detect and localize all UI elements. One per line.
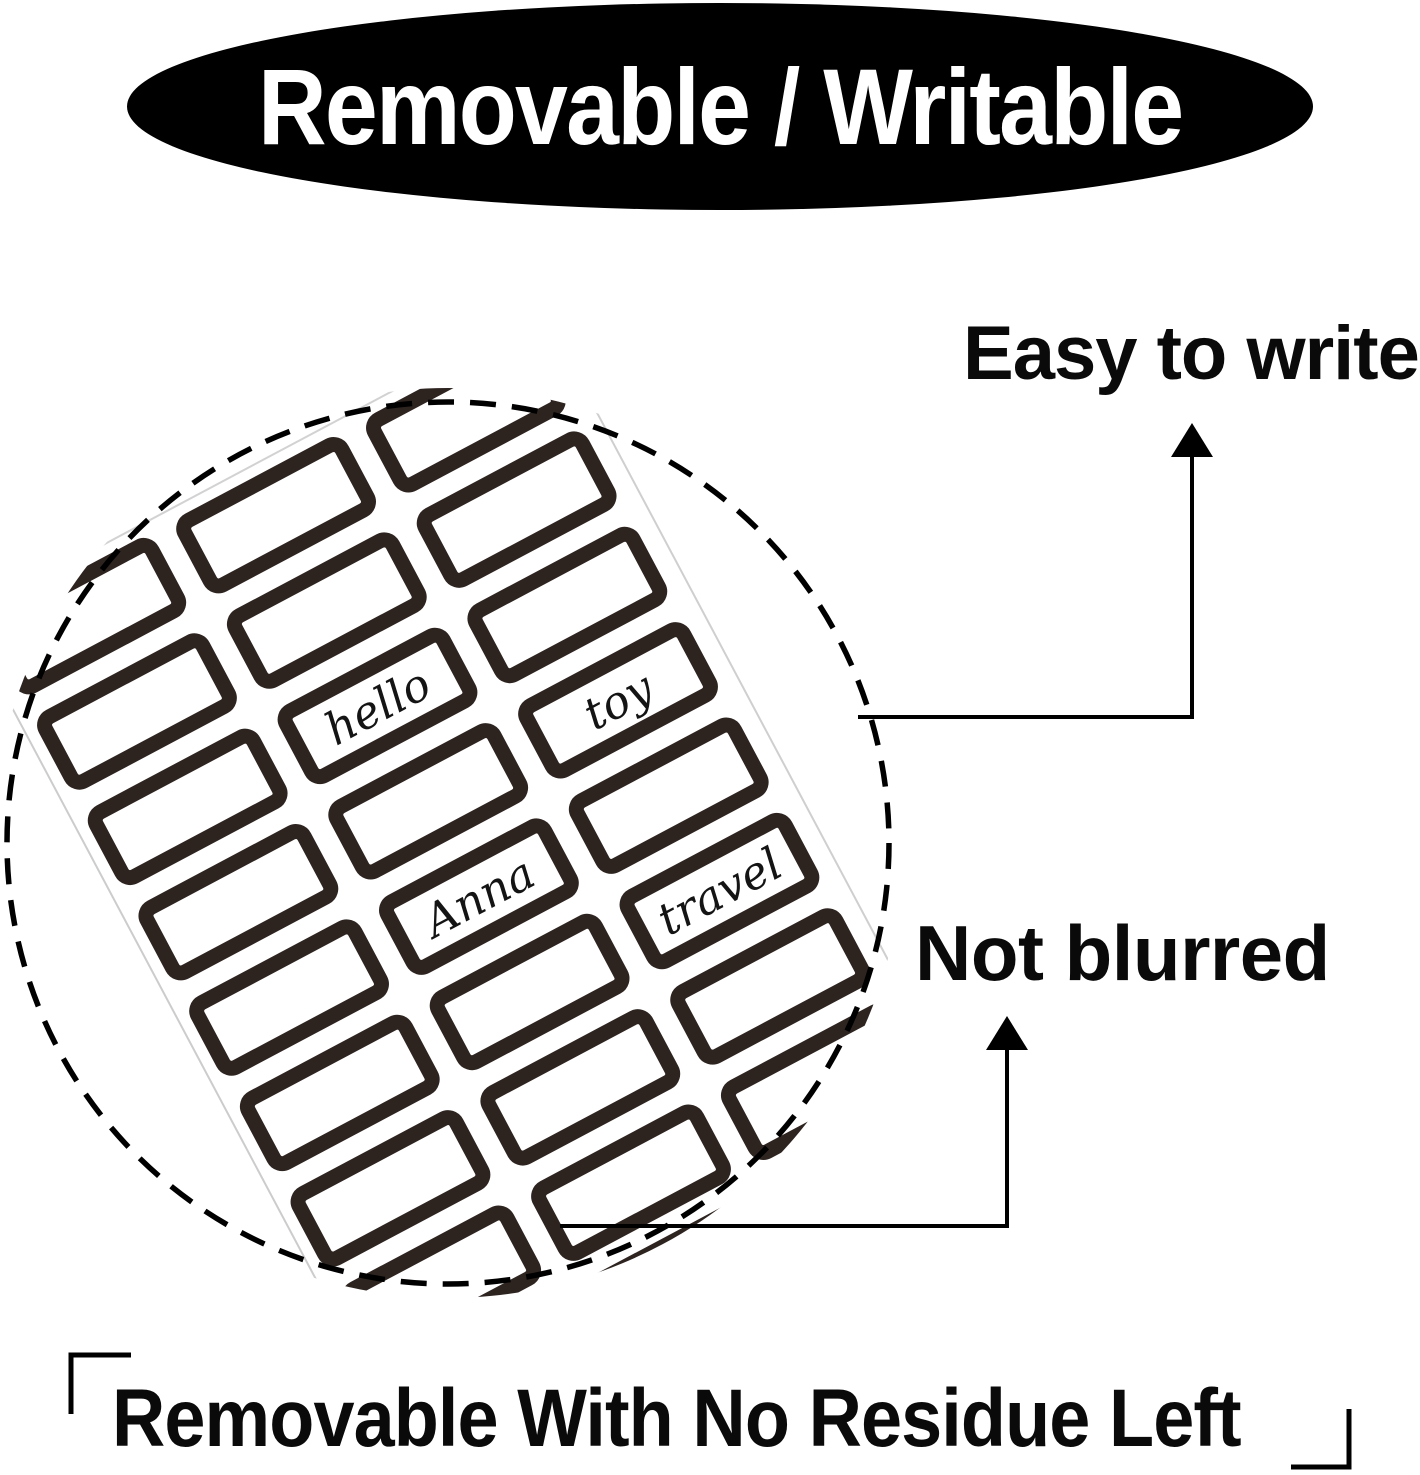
label-sticker <box>81 722 294 892</box>
sticker-cell <box>511 1085 752 1281</box>
label-sticker: hello <box>271 621 484 791</box>
sticker-cell <box>548 698 789 894</box>
sticker-cell <box>346 388 587 512</box>
label-sticker <box>410 425 623 594</box>
label-sticker <box>335 1199 548 1298</box>
sticker-handwriting: hello <box>315 656 440 756</box>
easy-to-write-arrowhead-icon <box>1171 423 1213 457</box>
label-sticker <box>461 520 674 690</box>
sticker-cell <box>447 507 688 703</box>
sticker-handwriting: travel <box>648 836 791 946</box>
sticker-cell <box>751 1079 903 1275</box>
sticker-cell <box>308 703 549 899</box>
footer-caption: Removable With No Residue Left <box>112 1378 1366 1460</box>
label-sticker <box>765 1092 903 1262</box>
sticker-cell <box>460 989 701 1185</box>
sticker-cell: Anna <box>359 798 600 994</box>
sticker-cell <box>207 512 448 708</box>
sticker-handwriting: Anna <box>414 845 544 948</box>
footer-caption-text: Removable With No Residue Left <box>112 1373 1242 1464</box>
sticker-cell <box>561 1180 802 1298</box>
label-sticker: Anna <box>373 812 585 981</box>
sticker-cell <box>169 899 410 1095</box>
sticker-cell <box>156 417 397 613</box>
sticker-handwriting: toy <box>574 660 662 741</box>
sticker-cell <box>701 984 903 1180</box>
label-sticker <box>132 818 345 987</box>
label-sticker <box>31 627 243 796</box>
sticker-cell: travel <box>599 793 840 989</box>
sticker-cell: hello <box>257 608 498 804</box>
label-sticker <box>360 388 572 499</box>
sticker-cell <box>321 1186 562 1298</box>
sticker-cell <box>650 888 891 1084</box>
sticker-cell <box>17 613 258 809</box>
label-sticker <box>0 531 193 701</box>
easy-to-write-arrow-line <box>858 455 1194 719</box>
label-sticker <box>562 711 775 880</box>
label-sticker <box>714 997 903 1166</box>
sticker-cell <box>270 1090 511 1286</box>
label-sticker <box>474 1003 687 1172</box>
callout-easy-to-write: Easy to write <box>963 311 1420 396</box>
sticker-cell <box>220 995 461 1191</box>
not-blurred-arrow-line <box>560 1049 1009 1228</box>
badge-ellipse: Removable / Writable <box>127 3 1313 210</box>
label-sticker <box>233 1008 446 1178</box>
label-sticker <box>575 1193 788 1298</box>
sticker-cell <box>118 804 359 1000</box>
not-blurred-arrowhead-icon <box>986 1016 1028 1050</box>
label-sticker: travel <box>613 806 826 976</box>
sticker-cell <box>396 411 637 607</box>
sticker-cell <box>409 894 650 1090</box>
label-sticker <box>423 907 636 1077</box>
label-sticker: toy <box>512 616 724 785</box>
sticker-cell <box>67 709 308 905</box>
label-sticker <box>170 431 382 600</box>
label-sticker <box>664 902 877 1071</box>
sticker-cell <box>0 518 207 714</box>
magnifier-dashed-circle <box>4 399 892 1287</box>
label-sticker <box>322 717 535 886</box>
label-sticker <box>220 526 433 695</box>
label-sticker <box>525 1098 737 1267</box>
badge-label: Removable / Writable <box>257 46 1184 167</box>
label-sticker <box>183 913 395 1082</box>
label-sticker <box>284 1104 497 1273</box>
callout-not-blurred: Not blurred <box>915 909 1330 997</box>
sticker-cell: toy <box>498 602 739 798</box>
